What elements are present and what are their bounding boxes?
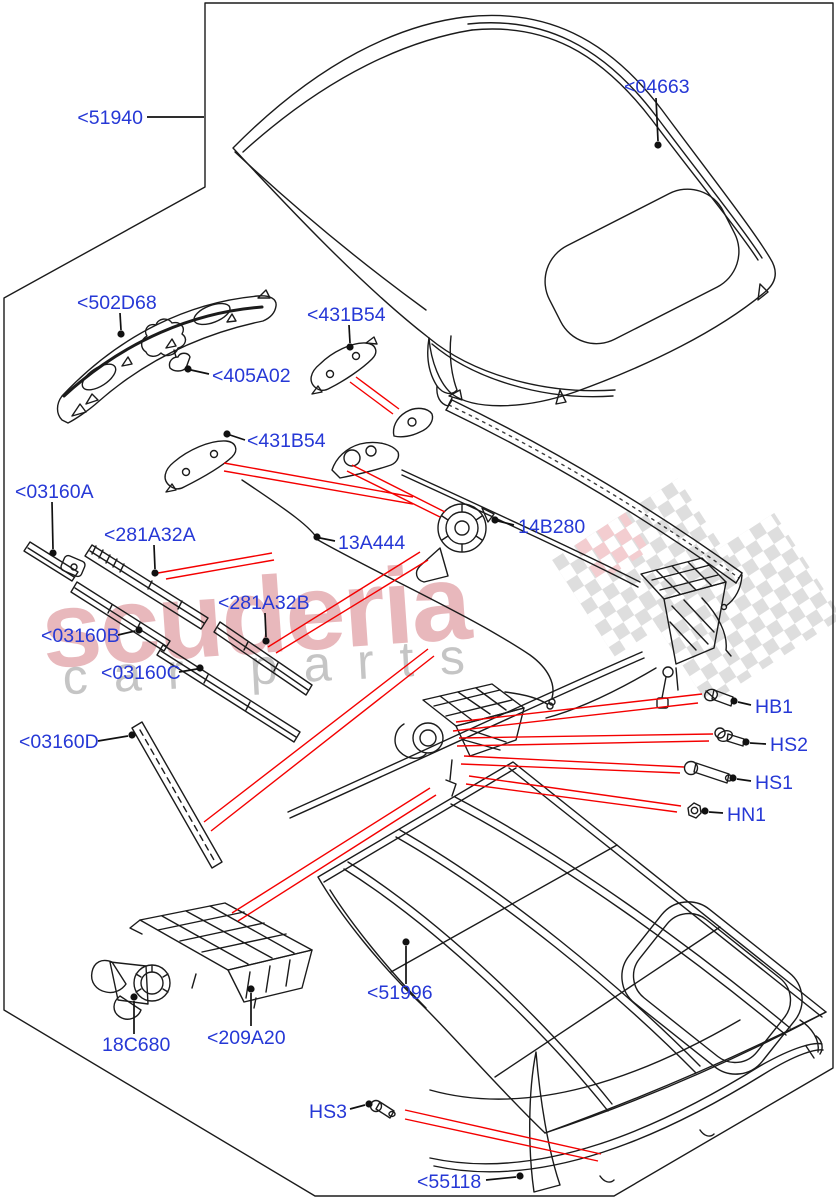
weatherstrip-55118-drawing (429, 1035, 824, 1183)
part-label-281a32a[interactable]: <281A32A (104, 524, 196, 546)
part-label-502d68[interactable]: <502D68 (77, 292, 157, 314)
part-label-281a32b[interactable]: <281A32B (218, 592, 310, 614)
part-label-03160d[interactable]: <03160D (19, 731, 99, 753)
part-label-03160a[interactable]: <03160A (15, 481, 94, 503)
rail-281a32a-drawing (84, 544, 209, 630)
bracket-431b54-b-drawing (164, 440, 237, 493)
bracket-209a20-drawing (129, 902, 313, 1009)
part-label-hs2[interactable]: HS2 (770, 734, 808, 756)
part-label-hn1[interactable]: HN1 (727, 804, 766, 826)
rail-281a32b-drawing (213, 621, 313, 696)
rail-03160d-drawing (131, 721, 223, 869)
part-label-209a20[interactable]: <209A20 (207, 1027, 286, 1049)
header-panel-drawing (56, 289, 277, 424)
watermark-brand-text: scuderia (37, 540, 476, 691)
rail-03160c-drawing (156, 644, 301, 743)
part-label-431b54-b[interactable]: <431B54 (247, 430, 326, 452)
part-label-hs1[interactable]: HS1 (755, 772, 793, 794)
diagram-border (3, 2, 834, 1197)
motor-18c680-drawing (90, 959, 171, 1020)
bracket-431b54-a-drawing (310, 336, 378, 395)
part-label-431b54-a[interactable]: <431B54 (307, 304, 386, 326)
checkered-flag-icon (552, 478, 836, 705)
bolt-hs1-drawing (683, 760, 734, 784)
bolt-hs2-drawing (714, 727, 745, 747)
clip-405a02-drawing (168, 349, 191, 372)
part-label-03160b[interactable]: <03160B (41, 625, 120, 647)
part-label-405a02[interactable]: <405A02 (212, 365, 291, 387)
red-leader-lines (157, 376, 714, 1162)
part-label-51996[interactable]: <51996 (367, 982, 433, 1004)
nut-hn1-drawing (687, 802, 702, 819)
part-label-hs3[interactable]: HS3 (309, 1101, 347, 1123)
part-label-hb1[interactable]: HB1 (755, 696, 793, 718)
roof-cover-drawing (232, 14, 776, 407)
part-label-03160c[interactable]: <03160C (101, 662, 181, 684)
part-label-13a444[interactable]: 13A444 (338, 532, 405, 554)
motor-14b280-drawing (415, 503, 495, 583)
label-leader-lines (49, 97, 767, 1181)
part-label-18c680[interactable]: 18C680 (102, 1034, 170, 1056)
link-chain-drawing (241, 407, 743, 819)
folded-top-drawing (317, 761, 827, 1193)
bolt-hb1-drawing (703, 688, 734, 707)
linkage-b-drawing (640, 557, 727, 709)
part-label-04663[interactable]: <04663 (624, 76, 690, 98)
part-labels: <51940 <04663 <502D68 <405A02 <431B54 <4… (15, 76, 808, 1193)
part-label-14b280[interactable]: 14B280 (518, 516, 585, 538)
part-label-51940[interactable]: <51940 (77, 107, 143, 129)
rail-03160a-drawing (23, 541, 86, 582)
part-label-55118[interactable]: <55118 (417, 1171, 481, 1193)
linkage-c-drawing (394, 683, 554, 797)
bolt-hs3-drawing (369, 1099, 396, 1119)
